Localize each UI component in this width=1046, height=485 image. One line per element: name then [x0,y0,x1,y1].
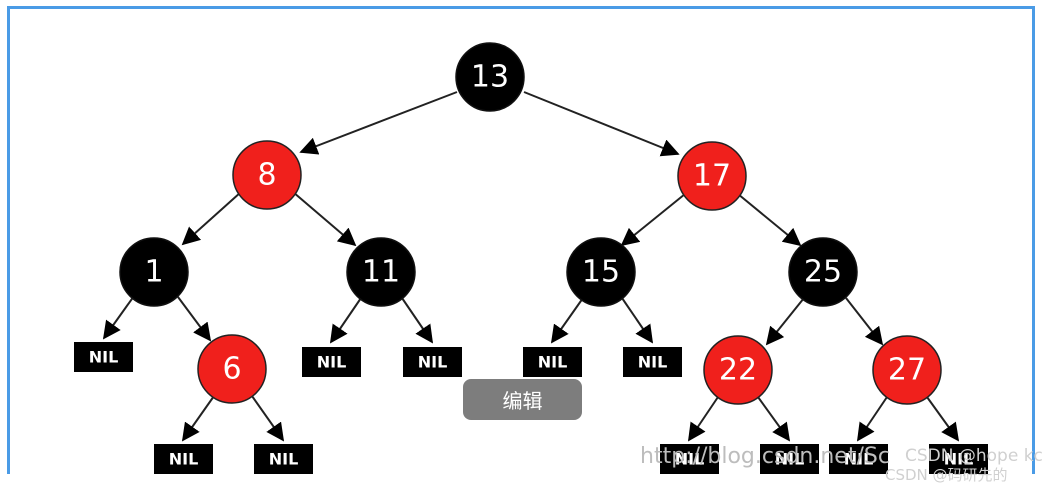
svg-text:NIL: NIL [169,450,199,469]
edge-6-nil-left [181,395,215,442]
tree-node-17: 17 [677,141,747,211]
svg-text:NIL: NIL [844,450,874,469]
svg-text:NIL: NIL [675,450,705,469]
svg-text:8: 8 [257,158,276,193]
nil-leaf-27-right: NIL [929,444,988,474]
nil-leaf-11-right: NIL [403,347,462,377]
nil-leaf-22-right: NIL [760,444,819,474]
svg-text:NIL: NIL [538,353,568,372]
tree-node-8: 8 [232,140,302,210]
tree-node-1: 1 [119,237,189,307]
edge-27-nil-right [926,396,960,442]
nil-leaf-22-left: NIL [660,444,719,474]
edge-1-6 [177,296,212,342]
edge-8-1 [181,191,242,246]
tree-node-25: 25 [788,237,858,307]
edge-17-15 [620,193,686,247]
nil-leaf-27-left: NIL [829,444,888,474]
nil-leaf-6-left: NIL [154,444,213,474]
edge-25-27 [845,297,884,346]
watermark-csdn-secondary: CSDN @码研先的 [885,466,1008,484]
svg-text:NIL: NIL [638,353,668,372]
svg-text:17: 17 [693,159,731,194]
svg-text:1: 1 [144,255,163,290]
edge-25-22 [765,297,805,346]
edge-8-11 [292,191,357,247]
svg-text:15: 15 [582,255,620,290]
svg-text:25: 25 [804,255,842,290]
tree-edges [102,91,960,442]
edge-1-nil [102,295,135,340]
edge-13-8 [299,91,458,155]
watermark-url: http://blog.csdn.net/Sc [640,444,890,469]
svg-text:22: 22 [719,353,757,388]
nil-leaf-1-left: NIL [74,342,133,372]
tree-node-15: 15 [566,237,636,307]
svg-text:NIL: NIL [418,353,448,372]
svg-text:NIL: NIL [944,450,974,469]
tree-node-22: 22 [703,335,773,405]
edge-11-nil-right [401,297,434,344]
watermark-csdn: CSDN @hope kc [905,446,1043,466]
tree-node-27: 27 [872,335,942,405]
nil-leaf-15-right: NIL [623,347,682,377]
edge-15-nil-right [621,297,654,344]
edge-17-25 [737,193,802,247]
svg-text:NIL: NIL [317,353,347,372]
svg-text:6: 6 [222,352,241,387]
nil-leaf-6-right: NIL [254,444,313,474]
edge-6-nil-right [251,395,285,442]
svg-text:11: 11 [362,255,400,290]
svg-text:NIL: NIL [775,450,805,469]
svg-text:NIL: NIL [89,348,119,367]
svg-text:27: 27 [888,353,926,388]
svg-text:13: 13 [471,60,509,95]
svg-text:NIL: NIL [269,450,299,469]
edge-22-nil-left [687,396,719,442]
nil-leaf-11-left: NIL [302,347,361,377]
edge-22-nil-right [757,396,791,442]
edge-15-nil-left [550,297,584,344]
tree-node-13: 13 [455,42,525,112]
nil-leaf-15-left: NIL [523,347,582,377]
image-frame [7,6,1035,474]
edge-11-nil-left [329,297,362,344]
edit-button[interactable]: 编辑 [463,379,582,420]
edge-13-17 [523,91,680,157]
tree-node-11: 11 [346,237,416,307]
edge-27-nil-left [856,396,888,442]
tree-node-6: 6 [197,334,267,404]
